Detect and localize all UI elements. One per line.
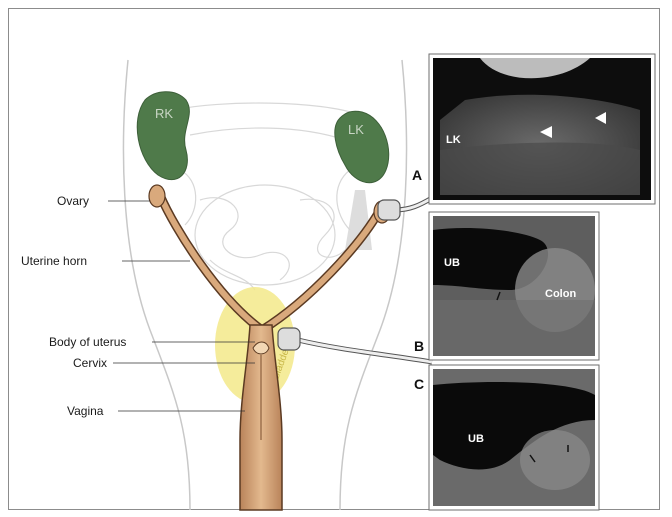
label-uterine-horn: Uterine horn — [21, 254, 87, 268]
right-kidney: RK — [137, 92, 189, 180]
ultrasound-panel-a: LK — [429, 54, 655, 204]
panel-a-lk-label: LK — [446, 134, 461, 146]
panel-b-letter: B — [414, 338, 424, 354]
label-body-of-uterus: Body of uterus — [49, 335, 126, 349]
panel-a-letter: A — [412, 167, 422, 183]
panel-b-colon-label: Colon — [545, 288, 576, 300]
left-kidney: LK — [335, 111, 389, 182]
rk-label: RK — [155, 106, 173, 121]
lk-label: LK — [348, 122, 364, 137]
left-ovary — [149, 185, 165, 207]
ultrasound-panel-b: UB Colon — [429, 212, 599, 360]
ultrasound-panel-c: UB — [429, 365, 599, 510]
panel-c-letter: C — [414, 376, 424, 392]
panel-c-ub-label: UB — [468, 433, 484, 445]
label-vagina: Vagina — [67, 404, 104, 418]
panel-b-ub-label: UB — [444, 257, 460, 269]
label-ovary: Ovary — [57, 194, 89, 208]
label-cervix: Cervix — [73, 356, 107, 370]
probe-b — [278, 328, 432, 362]
